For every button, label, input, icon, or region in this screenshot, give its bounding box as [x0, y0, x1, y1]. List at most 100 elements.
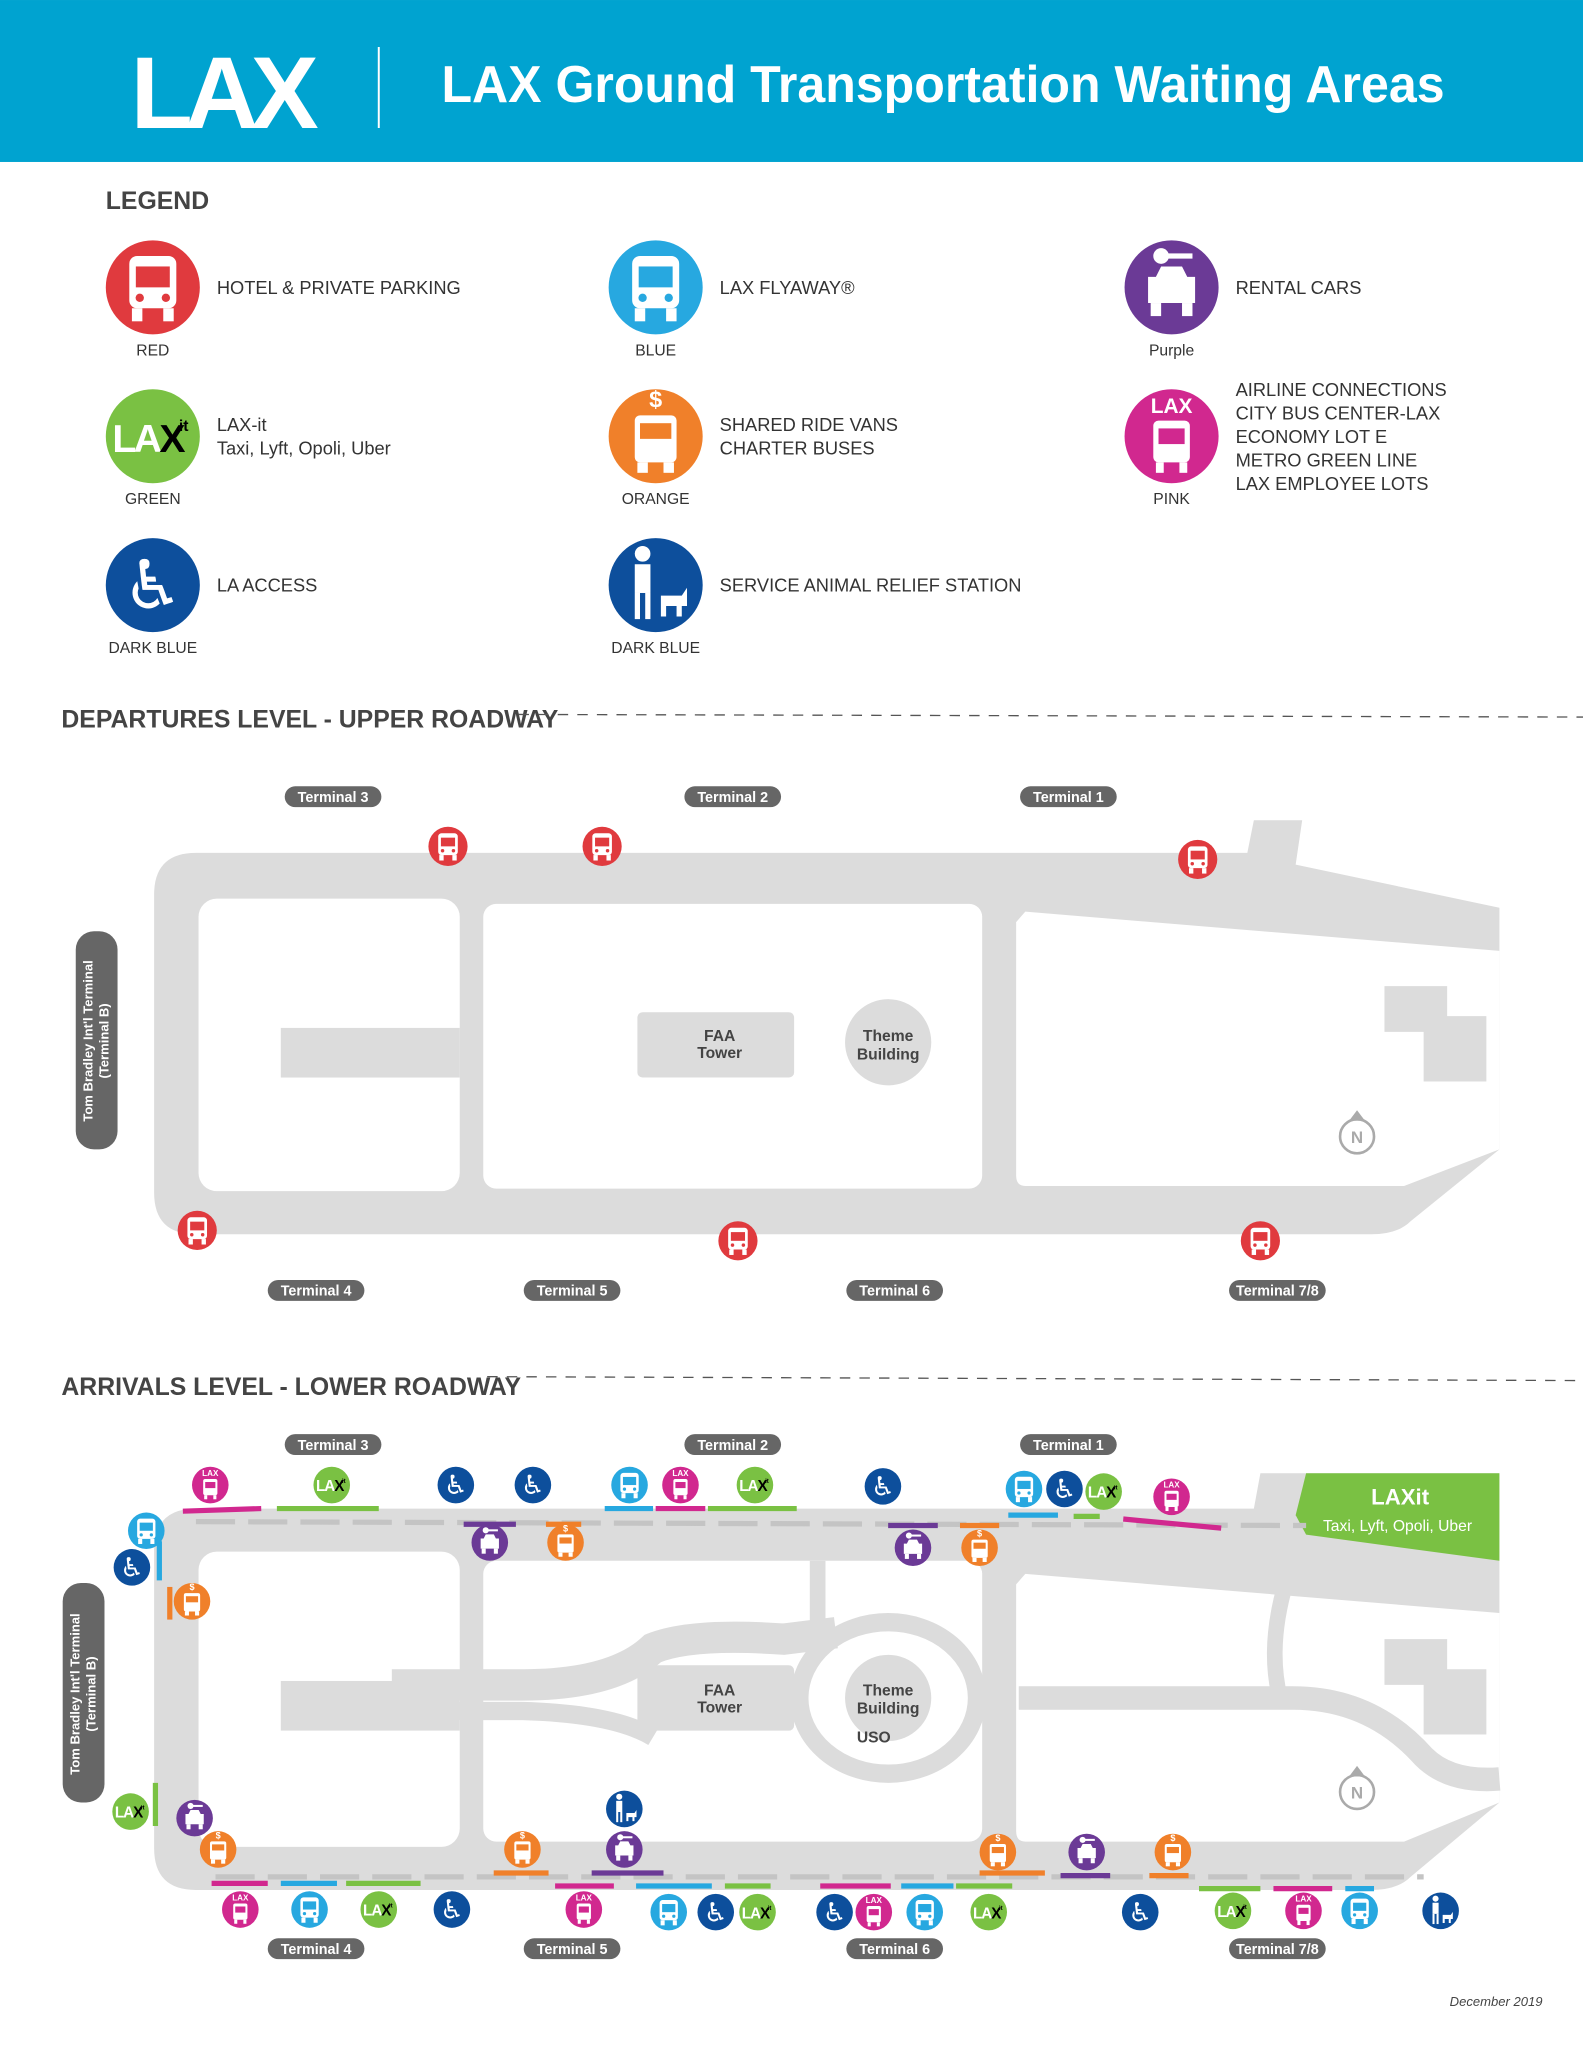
marker-blue [611, 1466, 648, 1504]
marker-orange [1154, 1832, 1192, 1871]
legend-color-caption: DARK BLUE [611, 640, 700, 657]
terminal-label: Terminal 6 [846, 1279, 944, 1301]
terminal-label: Terminal 1 [1020, 786, 1117, 808]
terminal-label: Terminal 7/8 [1229, 1279, 1326, 1301]
svg-text:Terminal 7/8: Terminal 7/8 [1236, 1284, 1319, 1300]
marker-green [736, 1466, 774, 1504]
marker-orange [199, 1830, 237, 1868]
pink-icon [865, 1896, 883, 1927]
green-icon [112, 417, 190, 461]
arrivals-heading: ARRIVALS LEVEL - LOWER ROADWAY [61, 1374, 521, 1401]
svg-text:Terminal 6: Terminal 6 [859, 1942, 930, 1958]
marker-orange [979, 1832, 1017, 1871]
legend-color-caption: Purple [1149, 342, 1195, 359]
legend-label: RENTAL CARS [1236, 277, 1362, 298]
marker-green [313, 1466, 351, 1504]
marker-green [1214, 1892, 1252, 1930]
svg-text:(Terminal B): (Terminal B) [96, 1003, 111, 1078]
legend-label: ECONOMY LOT E [1236, 426, 1388, 447]
pink-icon [232, 1893, 250, 1924]
parking-structure [1384, 986, 1487, 1082]
green-icon [1087, 1484, 1118, 1502]
svg-text:Terminal 6: Terminal 6 [859, 1284, 930, 1300]
legend-label: LAX-it [217, 414, 267, 435]
legend-label: LAX FLYAWAY® [720, 277, 855, 298]
departures-map: FAA Tower Theme Building N Tom Bradley I… [75, 820, 1500, 1235]
marker-blue [906, 1893, 944, 1931]
access-icon [1128, 1897, 1153, 1929]
marker-red [105, 240, 200, 335]
marker-access [105, 538, 200, 633]
marker-pink [191, 1466, 229, 1504]
green-icon [114, 1804, 145, 1822]
legend-label: AIRLINE CONNECTIONS [1236, 379, 1447, 400]
svg-text:Terminal 1: Terminal 1 [1033, 1438, 1104, 1454]
svg-text:Terminal 5: Terminal 5 [537, 1942, 608, 1958]
tbit-label: Tom Bradley Int'l Terminal (Terminal B) [62, 1583, 105, 1803]
page-title: LAX Ground Transportation Waiting Areas [441, 56, 1444, 114]
marker-blue [650, 1893, 688, 1931]
marker-green [1085, 1473, 1122, 1510]
legend-label: METRO GREEN LINE [1236, 449, 1418, 470]
marker-blue [608, 240, 703, 335]
faa-tower [637, 1012, 795, 1078]
legend-label: CHARTER BUSES [720, 438, 875, 459]
marker-red [177, 1210, 217, 1250]
north-arrow-icon: N [1338, 1110, 1376, 1155]
terminal-label: Terminal 2 [684, 1434, 782, 1456]
marker-orange [173, 1582, 211, 1620]
green-icon [1217, 1903, 1247, 1921]
legend-label: CITY BUS CENTER-LAX [1236, 402, 1441, 423]
theme-label: Building [857, 1046, 920, 1063]
svg-text:Terminal 4: Terminal 4 [281, 1284, 352, 1300]
marker-purple [894, 1529, 932, 1567]
marker-green [105, 389, 200, 484]
terminal-label: Terminal 6 [846, 1938, 944, 1960]
marker-green [112, 1793, 149, 1830]
terminal-label: Terminal 4 [267, 1279, 365, 1301]
marker-blue [1005, 1470, 1043, 1508]
terminal-label: Terminal 7/8 [1229, 1938, 1326, 1960]
legend-label: HOTEL & PRIVATE PARKING [217, 277, 461, 298]
terminal-label: Terminal 1 [1020, 1434, 1117, 1456]
svg-text:Tom Bradley Int'l Terminal: Tom Bradley Int'l Terminal [68, 1613, 83, 1774]
marker-green [739, 1893, 776, 1931]
terminal-label: Terminal 3 [284, 1434, 382, 1456]
marker-pink [222, 1891, 259, 1928]
svg-text:N: N [1351, 1784, 1363, 1803]
pink-icon [575, 1893, 593, 1924]
legend-color-caption: GREEN [125, 491, 181, 508]
marker-purple [606, 1831, 643, 1868]
green-icon [739, 1478, 769, 1496]
date-label: December 2019 [1450, 1994, 1543, 2009]
marker-red [582, 826, 622, 866]
access-icon [120, 1552, 144, 1584]
theme-label: Theme [863, 1682, 914, 1699]
svg-text:Terminal 2: Terminal 2 [697, 1438, 768, 1454]
marker-access [864, 1468, 902, 1505]
svg-text:Tom Bradley Int'l Terminal: Tom Bradley Int'l Terminal [81, 960, 96, 1121]
marker-red [718, 1221, 758, 1261]
marker-green [970, 1893, 1008, 1931]
tbit-label: Tom Bradley Int'l Terminal (Terminal B) [75, 931, 118, 1150]
access-icon [703, 1897, 728, 1929]
marker-access [514, 1466, 552, 1504]
marker-pink [1124, 389, 1219, 484]
marker-orange [547, 1523, 584, 1561]
green-icon [741, 1905, 772, 1923]
svg-text:Terminal 7/8: Terminal 7/8 [1236, 1942, 1319, 1958]
access-road [280, 1027, 460, 1078]
marker-service [608, 538, 703, 633]
svg-text:N: N [1351, 1128, 1363, 1147]
marker-blue [127, 1512, 165, 1550]
waiting-zone-pink [182, 1505, 262, 1514]
lax-logo: LAX [131, 36, 319, 150]
legend-label: Taxi, Lyft, Opoli, Uber [217, 438, 391, 459]
svg-text:Terminal 5: Terminal 5 [537, 1284, 608, 1300]
marker-green [360, 1891, 398, 1928]
